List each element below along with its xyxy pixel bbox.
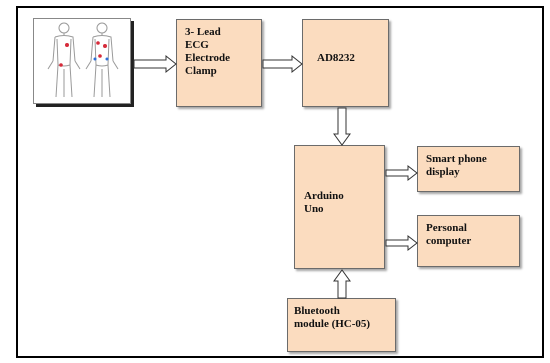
arrow-figure-to-clamp — [134, 56, 176, 72]
arrow-clamp-to-ad8232 — [263, 56, 302, 72]
arrow-arduino-to-pc — [386, 236, 417, 250]
arrow-bluetooth-to-arduino — [334, 270, 350, 298]
arrow-arduino-to-smartphone — [386, 166, 417, 180]
arrow-ad8232-to-arduino — [334, 108, 350, 145]
